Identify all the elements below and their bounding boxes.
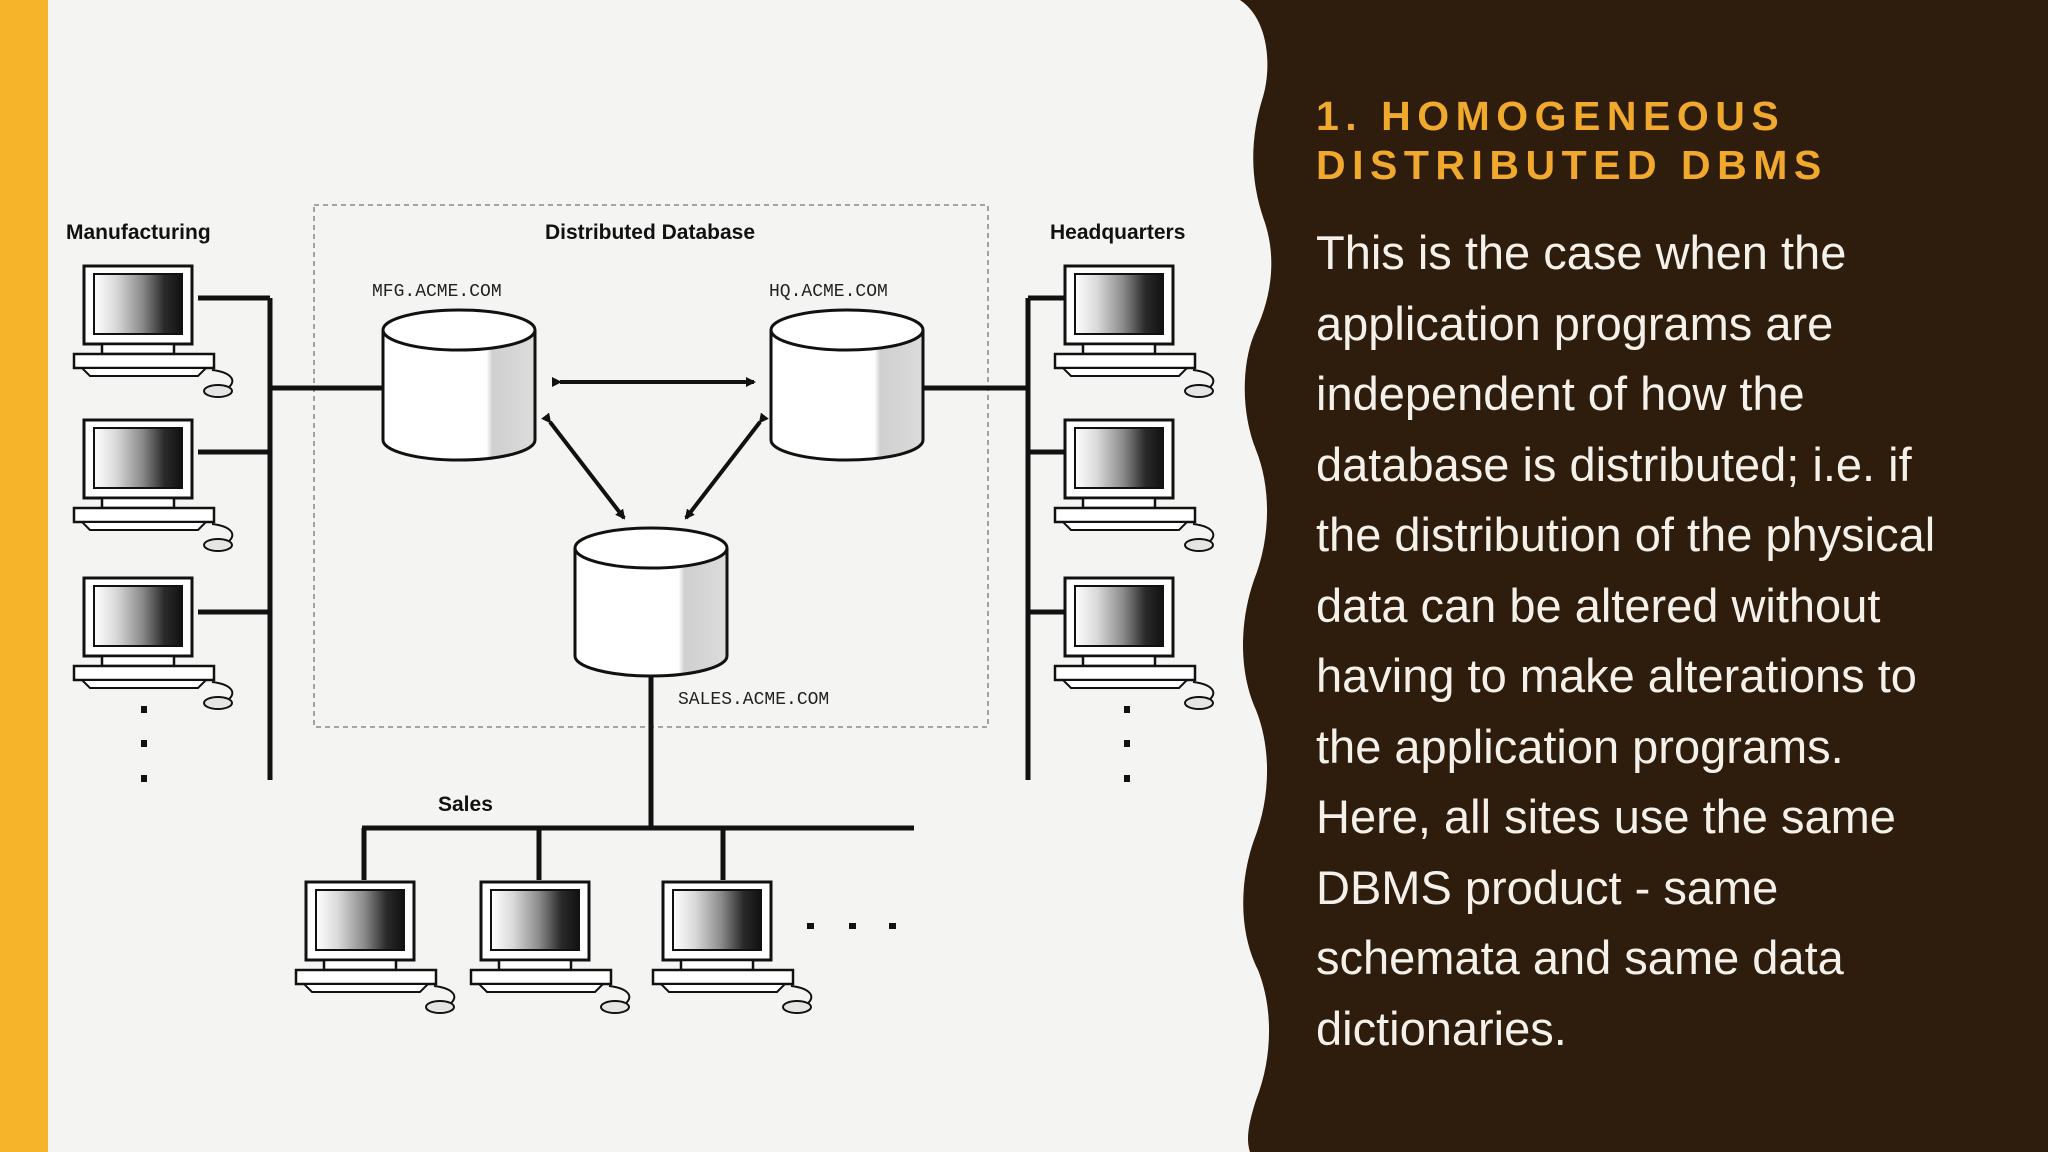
- body-line: dictionaries.: [1316, 994, 2006, 1065]
- sales-computer: [471, 882, 629, 1013]
- text-panel: 1. HOMOGENEOUS DISTRIBUTED DBMS This is …: [1316, 92, 2006, 1064]
- headquarters-computer: [1055, 578, 1213, 709]
- body-line: This is the case when the: [1316, 218, 2006, 289]
- mfg-sales-arrow: [550, 422, 624, 518]
- distributed-database-label: Distributed Database: [545, 221, 755, 244]
- sales-db-label: SALES.ACME.COM: [678, 690, 829, 710]
- body-line: the application programs.: [1316, 712, 2006, 783]
- body-line: application programs are: [1316, 289, 2006, 360]
- body-line: having to make alterations to: [1316, 641, 2006, 712]
- sales-computer: [653, 882, 811, 1013]
- slide-title: 1. HOMOGENEOUS DISTRIBUTED DBMS: [1316, 92, 2006, 190]
- body-line: data can be altered without: [1316, 571, 2006, 642]
- sales-network: [362, 676, 914, 880]
- manufacturing-computer: [74, 420, 232, 551]
- mfg-db-label: MFG.ACME.COM: [372, 282, 502, 302]
- slide-title-line: DISTRIBUTED DBMS: [1316, 141, 2006, 190]
- body-line: DBMS product - same: [1316, 853, 2006, 924]
- hq-database-cylinder: [771, 310, 923, 460]
- manufacturing-label: Manufacturing: [66, 221, 211, 244]
- body-line: Here, all sites use the same: [1316, 782, 2006, 853]
- headquarters-computer: [1055, 266, 1213, 397]
- sales-database-cylinder: [575, 528, 727, 676]
- body-line: independent of how the: [1316, 359, 2006, 430]
- sales-computer: [296, 882, 454, 1013]
- sales-label: Sales: [438, 793, 493, 816]
- accent-bar: [0, 0, 48, 1152]
- headquarters-computer: [1055, 420, 1213, 551]
- replication-arrows: [550, 382, 760, 518]
- distributed-database-diagram: Manufacturing Distributed Database Headq…: [66, 205, 1213, 1013]
- manufacturing-computer: [74, 266, 232, 397]
- body-line: database is distributed; i.e. if: [1316, 430, 2006, 501]
- headquarters-network: [923, 298, 1070, 780]
- hq-sales-arrow: [686, 422, 760, 518]
- slide-title-line: 1. HOMOGENEOUS: [1316, 92, 2006, 141]
- manufacturing-computer: [74, 578, 232, 709]
- hq-db-label: HQ.ACME.COM: [769, 282, 888, 302]
- slide-body: This is the case when the application pr…: [1316, 218, 2006, 1064]
- headquarters-label: Headquarters: [1050, 221, 1185, 244]
- more-computers-indicator: [141, 706, 1130, 929]
- body-line: the distribution of the physical: [1316, 500, 2006, 571]
- mfg-database-cylinder: [383, 310, 535, 460]
- body-line: schemata and same data: [1316, 923, 2006, 994]
